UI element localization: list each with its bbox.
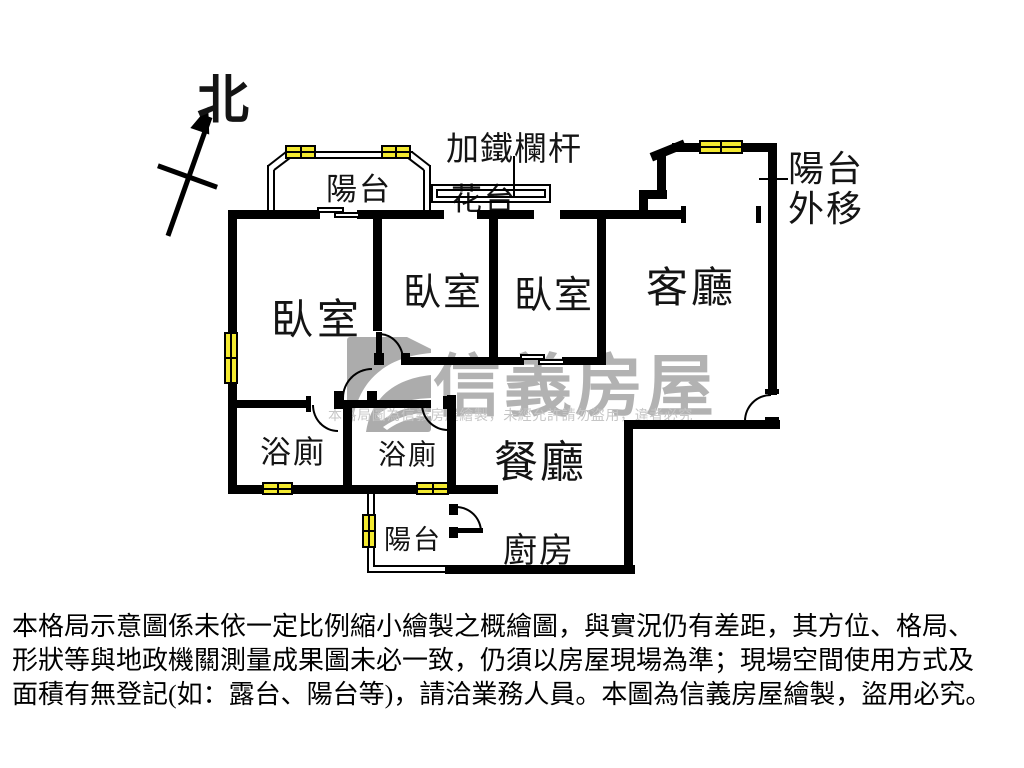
disclaimer-line-1: 本格局示意圖係未依一定比例縮小繪製之概繪圖，與實況仍有差距，其方位、格局、 [12,612,975,641]
balcony-outline [429,165,431,212]
annotation-iron-railing: 加鐵欄杆 [446,132,582,168]
door-jamb [306,396,311,412]
wall [657,151,666,199]
wall [228,210,320,219]
balcony-outline [289,157,409,159]
room-label-dining-room: 餐廳 [494,438,586,487]
door-jamb [765,389,779,394]
room-label-kitchen: 廚房 [503,533,575,570]
wall [357,210,444,219]
wall [338,400,431,408]
door-hinge [334,396,344,409]
room-label-bath-2: 浴廁 [378,440,439,471]
room-label-bath-1: 浴廁 [260,435,326,470]
window [224,332,238,384]
north-label: 北 [197,73,252,130]
wall [560,210,683,219]
door-hinge [367,391,377,402]
sliding-door [538,359,565,365]
wall [498,357,524,365]
annotation-balcony-out-2: 外移 [788,189,865,229]
sliding-door [334,212,360,218]
balcony-moved-tick [759,178,788,180]
watermark-notice: 本格局圖為信義房屋繪製，未經允許請勿盜用，違者必究 [328,409,693,424]
room-label-balcony-bottom: 陽台 [384,525,442,555]
balcony-outline [410,150,432,168]
wall [343,400,352,490]
balcony-outline [285,151,413,153]
room-label-bedroom-3: 臥室 [514,275,595,317]
wall [489,210,498,365]
door-jamb [756,206,761,223]
wall [624,420,780,429]
sliding-door [520,354,545,360]
window [416,482,449,495]
door-jamb [681,206,686,223]
door-jamb [334,391,343,402]
door-hinge [443,396,454,409]
wall [624,420,633,573]
window [285,145,316,159]
balcony-outline [423,170,425,212]
room-label-bedroom-1: 臥室 [271,298,364,344]
railing-leader-line [513,156,515,196]
wall [639,190,648,219]
window [362,514,376,548]
window [381,145,411,159]
wall [404,357,490,365]
wall [445,565,635,574]
disclaimer-line-3: 面積有無登記(如：露台、陽台等)，請洽業務人員。本圖為信義房屋繪製，盜用必究。 [12,680,992,709]
room-label-balcony-top: 陽台 [326,172,392,207]
wall [477,210,534,219]
wall [228,485,456,494]
wall [228,400,308,408]
wall [562,357,606,365]
kitchen-door-arc [456,506,482,532]
annotation-balcony-out-1: 陽台 [788,149,865,189]
room-label-bedroom-2: 臥室 [403,272,484,314]
window [262,482,293,495]
door-jamb [765,417,779,422]
flower-bed-box-inner [436,189,546,198]
flower-bed-box [431,184,551,203]
window [699,140,743,154]
room-label-living-room: 客廳 [646,266,737,312]
wall [597,210,606,365]
wall [373,218,382,331]
disclaimer-line-2: 形狀等與地政機關測量成果圖未必一致，仍須以房屋現場為準；現場空間使用方式及 [12,646,975,675]
wall [639,190,667,199]
sliding-door [317,207,344,213]
wall [447,395,456,494]
balcony-outline [267,165,269,212]
balcony-outline [273,170,275,212]
wall [768,143,777,395]
entry-door-arc [744,394,771,421]
wall [447,485,498,494]
door-hinge [449,504,458,515]
door-hinge [449,527,458,538]
